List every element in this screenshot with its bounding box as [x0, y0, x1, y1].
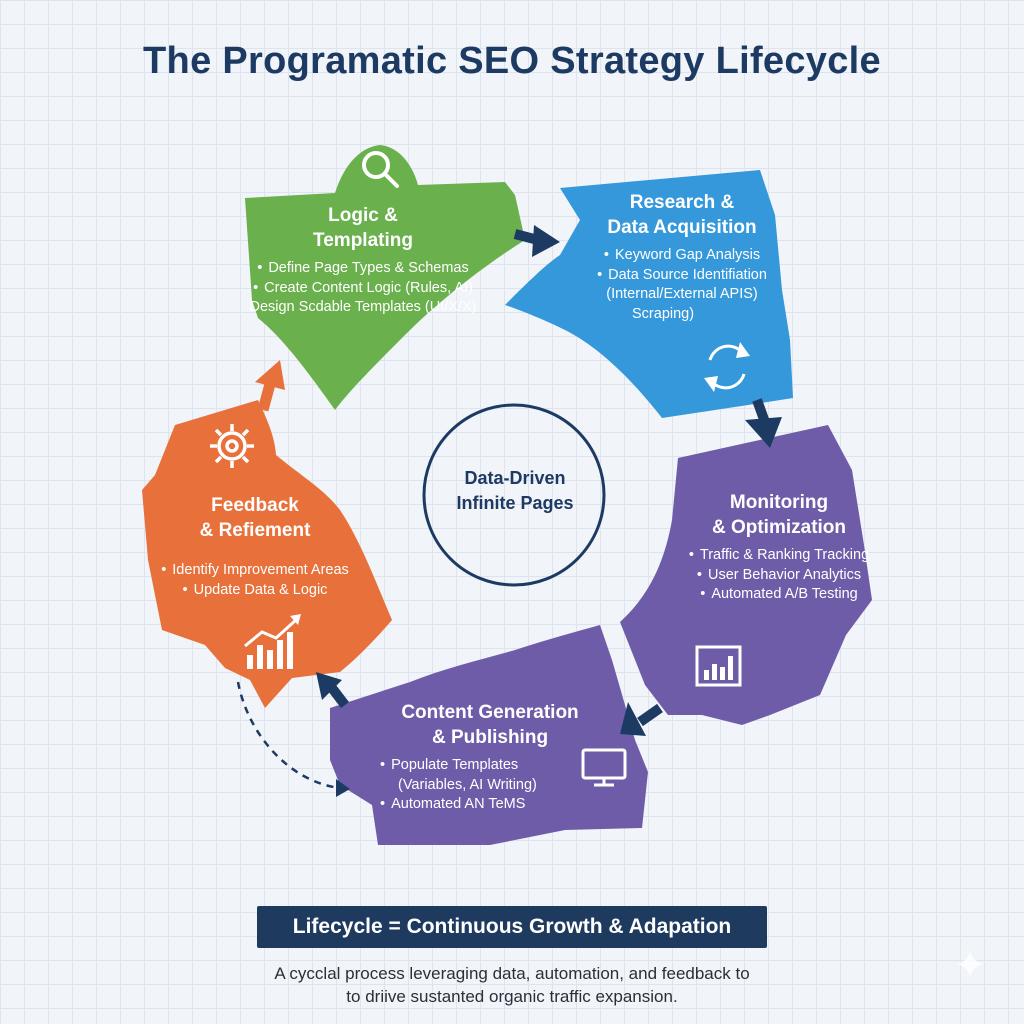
stage-title-line: Data Acquisition — [607, 217, 757, 238]
feedback-refinement-title: Feedback & Refiement — [150, 493, 360, 543]
caption-line: to driive sustanted organic traffic expa… — [346, 987, 678, 1006]
stage-title-line: & Refiement — [199, 520, 311, 541]
stage-title-line: Feedback — [211, 495, 299, 516]
content-publishing-block — [330, 625, 648, 845]
page-title: The Programatic SEO Strategy Lifecycle — [143, 40, 881, 82]
stage-title-line: & Optimization — [711, 517, 847, 538]
stage-title-line: Research & — [629, 192, 735, 213]
content-publishing-title: Content Generation & Publishing — [380, 700, 600, 750]
bar-chart-icon — [695, 645, 742, 687]
logic-templating-text: Logic & Templating Define Page Types & S… — [228, 203, 498, 318]
list-item: Scraping) — [632, 305, 695, 322]
list-item: Automated AN TeMS — [380, 795, 600, 815]
center-label: Data-Driven Infinite Pages — [420, 466, 610, 516]
arrow-monitoring-to-content — [620, 702, 663, 736]
arrow-content-to-feedback — [316, 672, 349, 709]
sparkle-icon — [956, 950, 984, 978]
list-item: Define Page Types & Schemas — [228, 259, 498, 279]
list-item: User Behavior Analytics — [684, 566, 874, 586]
list-item: Design Scdable Templates (UI/X/X) — [249, 299, 477, 315]
stage-title-line: Monitoring — [729, 492, 829, 513]
arrow-logic-to-research — [513, 225, 560, 257]
monitoring-optimization-text: Monitoring & Optimization Traffic & Rank… — [684, 490, 874, 605]
arrow-feedback-to-logic — [255, 360, 285, 412]
list-item: Data Source Identifiation — [582, 266, 782, 286]
list-item: Identify Improvement Areas — [150, 561, 360, 581]
feedback-refinement-block — [142, 400, 392, 708]
logic-templating-items: Define Page Types & Schemas Create Conte… — [228, 259, 498, 318]
feedback-refinement-items: Identify Improvement Areas Update Data &… — [150, 561, 360, 600]
gear-icon — [210, 424, 254, 468]
summary-banner: Lifecycle = Continuous Growth & Adapatio… — [257, 906, 767, 948]
content-publishing-items: Populate Templates (Variables, AI Writin… — [380, 756, 600, 815]
stage-title-line: & Publishing — [431, 727, 549, 748]
arrow-research-to-monitoring — [745, 398, 782, 448]
list-item: Automated A/B Testing — [684, 585, 874, 605]
center-circle — [422, 403, 606, 587]
list-item: Update Data & Logic — [150, 581, 360, 601]
stage-title-line: Logic & — [328, 205, 398, 226]
list-item: (Variables, AI Writing) — [398, 776, 537, 793]
feedback-refinement-text: Feedback & Refiement Identify Improvemen… — [150, 493, 360, 600]
center-label-line: Data-Driven — [464, 468, 566, 488]
center-label-line: Infinite Pages — [456, 493, 574, 513]
research-acquisition-block — [505, 170, 793, 418]
stage-title-line: Templating — [313, 230, 413, 251]
research-acquisition-items: Keyword Gap Analysis Data Source Identif… — [582, 246, 782, 324]
content-publishing-text: Content Generation & Publishing Populate… — [380, 700, 600, 815]
logic-templating-title: Logic & Templating — [228, 203, 498, 253]
research-acquisition-text: Research & Data Acquisition Keyword Gap … — [582, 190, 782, 324]
caption-line: A cycclal process leveraging data, autom… — [274, 964, 750, 983]
refresh-icon — [704, 342, 750, 392]
research-acquisition-title: Research & Data Acquisition — [582, 190, 782, 240]
list-item: Populate Templates — [380, 756, 600, 776]
monitoring-optimization-items: Traffic & Ranking Tracking User Behavior… — [684, 546, 874, 605]
search-icon — [362, 151, 399, 188]
monitoring-optimization-title: Monitoring & Optimization — [684, 490, 874, 540]
list-item: Traffic & Ranking Tracking — [684, 546, 874, 566]
trend-chart-icon — [244, 614, 301, 669]
list-item: (Internal/External APIS) — [606, 286, 758, 302]
dashed-return-arrow — [236, 681, 350, 797]
list-item: Create Content Logic (Rules, AI) — [228, 279, 498, 299]
stage-title-line: Content Generation — [401, 702, 579, 723]
caption: A cycclal process leveraging data, autom… — [0, 962, 1024, 1008]
list-item: Keyword Gap Analysis — [582, 246, 782, 266]
